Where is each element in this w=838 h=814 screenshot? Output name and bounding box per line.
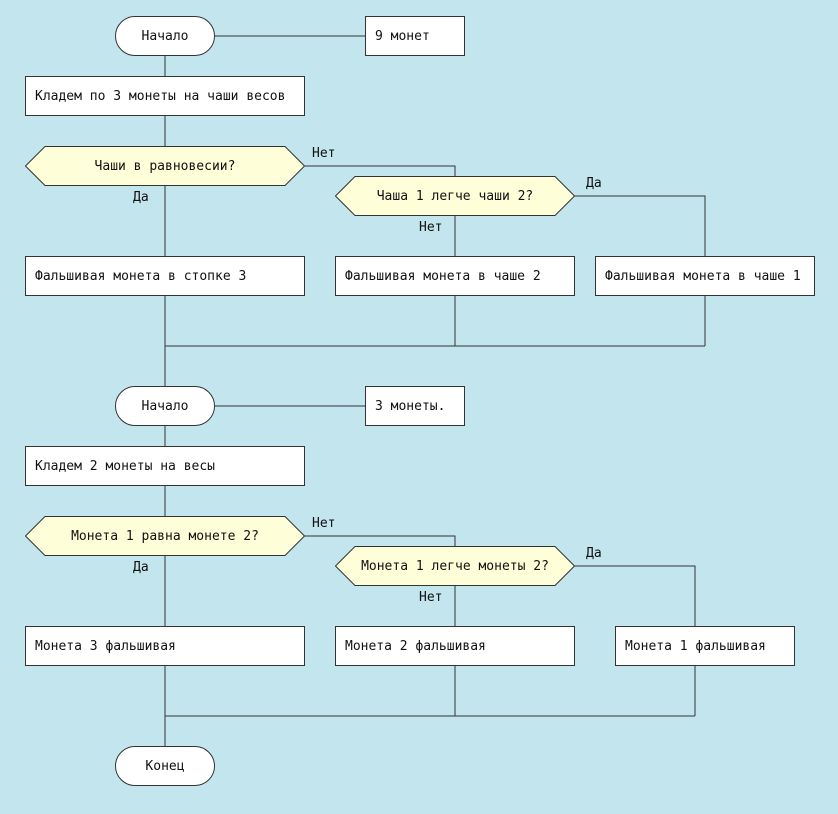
decision-coins-equal-shape	[25, 516, 305, 556]
process-step-1: Кладем по 3 монеты на чаши весов	[25, 76, 305, 116]
decision-coin-lighter-yes-label: Да	[586, 546, 602, 561]
decision-balance-yes-label: Да	[133, 190, 149, 205]
decision-pan-lighter-no-label: Нет	[419, 220, 443, 235]
connector-decision1-no-1	[305, 165, 456, 176]
result-stack3-label: Фальшивая монета в стопке 3	[35, 268, 247, 284]
decision-balance-shape	[25, 146, 305, 186]
decision-balance-label: Чаши в равновесии?	[94, 158, 236, 174]
start-label-2: Начало	[141, 398, 189, 414]
connector-decision2-yes-2	[575, 565, 696, 626]
result-coin3: Монета 3 фальшивая	[25, 626, 305, 666]
end-label: Конец	[145, 758, 185, 774]
decision-balance-no-label: Нет	[312, 146, 336, 161]
process-step-label-2: Кладем 2 монеты на весы	[35, 458, 216, 474]
connector-merge-1	[164, 296, 706, 386]
result-pan1-label: Фальшивая монета в чаше 1	[605, 268, 801, 284]
connector-decision2-yes-1	[575, 195, 706, 256]
decision-coins-equal-no-label: Нет	[312, 516, 336, 531]
note-box-1: 9 монет	[365, 16, 465, 56]
decision-pan-lighter-yes-label: Да	[586, 176, 602, 191]
end-terminal: Конец	[115, 746, 215, 786]
start-terminal-1: Начало	[115, 16, 215, 56]
note-label-2: 3 монеты.	[375, 398, 446, 414]
decision-coin-lighter: Монета 1 легче монеты 2?	[335, 546, 575, 586]
decision-pan-lighter-shape	[335, 176, 575, 216]
result-coin2: Монета 2 фальшивая	[335, 626, 575, 666]
connector-merge-2	[164, 666, 696, 746]
decision-pan-lighter-label: Чаша 1 легче чаши 2?	[376, 188, 534, 204]
decision-coins-equal: Монета 1 равна монете 2?	[25, 516, 305, 556]
connector-decision1-no-2	[305, 535, 456, 546]
result-coin1: Монета 1 фальшивая	[615, 626, 795, 666]
decision-coin-lighter-no-label: Нет	[419, 590, 443, 605]
result-pan1: Фальшивая монета в чаше 1	[595, 256, 815, 296]
process-step-2: Кладем 2 монеты на весы	[25, 446, 305, 486]
decision-coin-lighter-label: Монета 1 легче монеты 2?	[361, 558, 549, 574]
decision-balance: Чаши в равновесии?	[25, 146, 305, 186]
result-pan2-label: Фальшивая монета в чаше 2	[345, 268, 541, 284]
result-stack3: Фальшивая монета в стопке 3	[25, 256, 305, 296]
result-pan2: Фальшивая монета в чаше 2	[335, 256, 575, 296]
note-label-1: 9 монет	[375, 28, 430, 44]
note-box-2: 3 монеты.	[365, 386, 465, 426]
process-step-label-1: Кладем по 3 монеты на чаши весов	[35, 88, 286, 104]
decision-coins-equal-label: Монета 1 равна монете 2?	[71, 528, 259, 544]
decision-pan-lighter: Чаша 1 легче чаши 2?	[335, 176, 575, 216]
result-coin3-label: Монета 3 фальшивая	[35, 638, 176, 654]
start-label-1: Начало	[141, 28, 189, 44]
decision-coins-equal-yes-label: Да	[133, 560, 149, 575]
result-coin1-label: Монета 1 фальшивая	[625, 638, 766, 654]
result-coin2-label: Монета 2 фальшивая	[345, 638, 486, 654]
decision-coin-lighter-shape	[335, 546, 575, 586]
start-terminal-2: Начало	[115, 386, 215, 426]
